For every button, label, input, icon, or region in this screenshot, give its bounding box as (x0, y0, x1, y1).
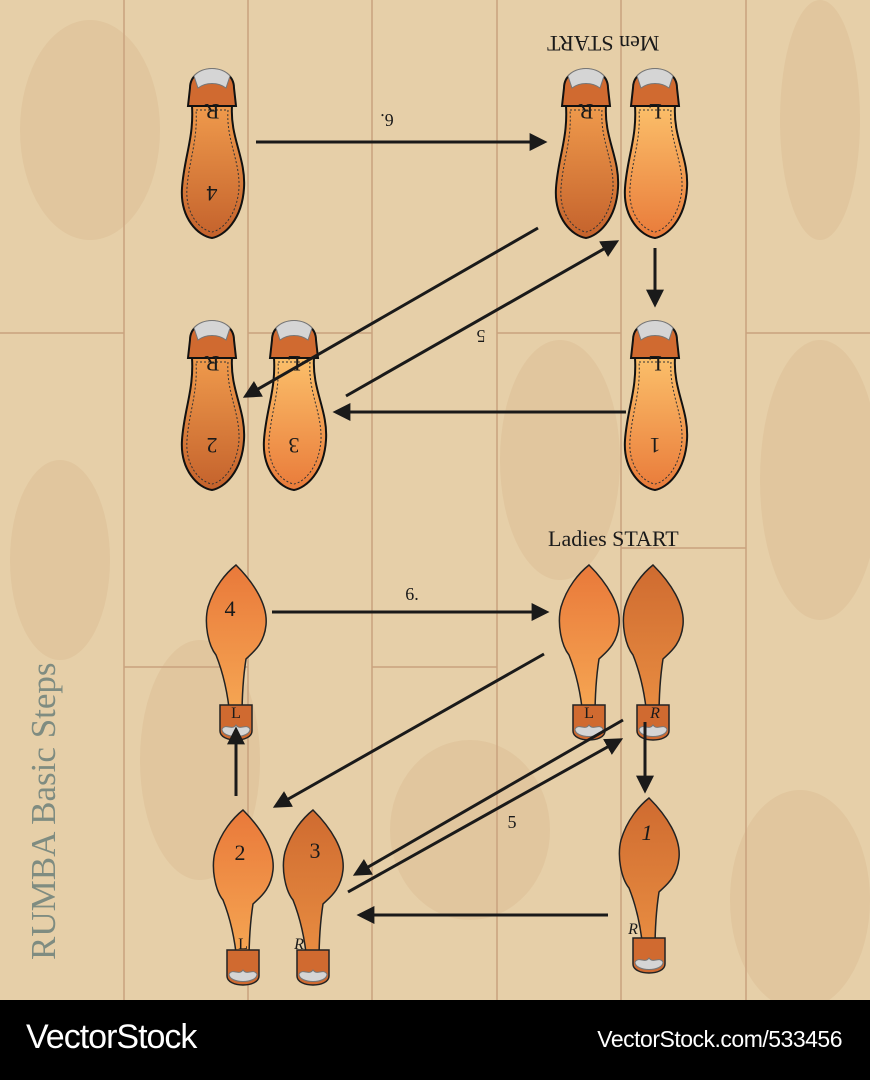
svg-text:2: 2 (207, 433, 218, 458)
svg-text:R: R (204, 351, 219, 376)
svg-text:R: R (627, 921, 638, 938)
wood-floor: R R L R L L 4 2 3 1 6. 5 4 2 (0, 0, 870, 1000)
svg-text:2: 2 (235, 840, 246, 865)
svg-text:4: 4 (207, 181, 218, 206)
svg-text:L: L (648, 351, 661, 376)
ladies-arrow-label-5: 5 (508, 812, 517, 832)
svg-text:R: R (578, 99, 593, 124)
svg-text:R: R (649, 705, 660, 722)
diagram-title: RUMBA Basic Steps (24, 662, 63, 960)
svg-text:L: L (231, 705, 241, 722)
men-footprint-3-L (262, 319, 328, 491)
svg-text:L: L (584, 705, 594, 722)
ladies-start-label: Ladies START (548, 526, 679, 551)
svg-text:1: 1 (642, 820, 653, 845)
svg-text:4: 4 (225, 596, 236, 621)
men-footprint-1-L (623, 319, 689, 491)
men-footprint-4-R (180, 67, 246, 239)
footer-brand: VectorStock (26, 1018, 197, 1056)
men-footprint-start-R (554, 67, 620, 239)
svg-text:L: L (648, 99, 661, 124)
svg-text:3: 3 (289, 433, 300, 458)
svg-text:R: R (293, 936, 304, 953)
footer-url: VectorStock.com/533456 (597, 1026, 842, 1052)
men-footprint-2-R (180, 319, 246, 491)
men-arrow-label-5: 5 (477, 326, 486, 346)
svg-text:3: 3 (310, 838, 321, 863)
men-arrow-label-6: 6. (380, 110, 394, 130)
footer-bar: VectorStock VectorStock.com/533456 (0, 1000, 870, 1080)
svg-text:L: L (238, 936, 248, 953)
rumba-diagram: R R L R L L 4 2 3 1 6. 5 4 2 (0, 0, 870, 1000)
ladies-arrow-label-6: 6. (405, 584, 419, 604)
men-start-label: Men START (547, 31, 660, 56)
svg-text:R: R (204, 99, 219, 124)
men-footprint-start-L (623, 67, 689, 239)
svg-text:1: 1 (650, 433, 661, 458)
